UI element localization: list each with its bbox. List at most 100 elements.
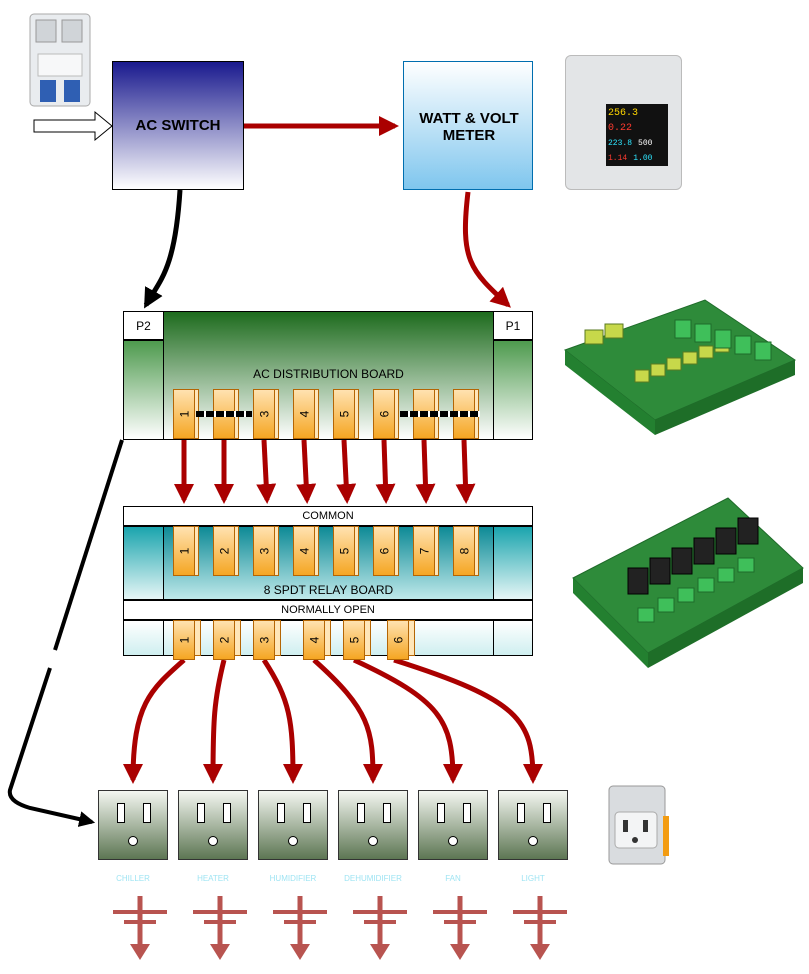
distribution-title: AC DISTRIBUTION BOARD: [253, 367, 404, 381]
ground-symbols: [113, 896, 567, 960]
relay-output-terminal: 1: [173, 620, 195, 660]
distribution-terminal: 5: [333, 389, 355, 439]
distribution-terminal: 6: [373, 389, 395, 439]
pf-readout: 1.00: [633, 154, 653, 163]
kwh-readout: 1.14: [608, 154, 628, 163]
distribution-left-panel: [123, 340, 164, 440]
outlet-slot: [383, 803, 391, 823]
ground-symbol: [193, 896, 247, 960]
terminal-number: 6: [377, 547, 391, 555]
distribution-right-panel: [493, 340, 533, 440]
terminal-number: 4: [297, 547, 311, 555]
relay-output-terminal: 6: [387, 620, 409, 660]
meter-label: WATT & VOLT METER: [419, 109, 519, 144]
distribution-terminal: 1: [173, 389, 195, 439]
terminal-number: 5: [347, 636, 361, 644]
terminal-number: 3: [257, 410, 271, 418]
outlet-slot: [357, 803, 365, 823]
outlet-ground-hole: [448, 836, 458, 846]
relay-title: 8 SPDT RELAY BOARD: [263, 583, 394, 597]
outlet-label: CHILLER: [116, 874, 150, 883]
bus-link: [196, 411, 252, 417]
relay-terminal: 3: [253, 526, 275, 576]
relay-board-image: [572, 497, 804, 668]
terminal-number: 3: [257, 636, 271, 644]
relay-terminal: 6: [373, 526, 395, 576]
terminal-number: 5: [337, 410, 351, 418]
outlet: [338, 790, 408, 860]
outlet-device-image: [608, 785, 669, 865]
relay-terminal: 7: [413, 526, 435, 576]
outlet-slot: [543, 803, 551, 823]
p2-port: P2: [123, 311, 164, 340]
terminal-number: 6: [377, 410, 391, 418]
relay-terminal: 5: [333, 526, 355, 576]
ground-symbol: [433, 896, 487, 960]
outlet-label: HEATER: [197, 874, 229, 883]
distribution-terminal: 4: [293, 389, 315, 439]
terminal-number: 2: [217, 636, 231, 644]
input-arrow: [33, 110, 113, 142]
outlet-slot: [437, 803, 445, 823]
outlet: [258, 790, 328, 860]
outlet-slot: [223, 803, 231, 823]
terminal-number: 5: [337, 547, 351, 555]
outlet-ground-hole: [208, 836, 218, 846]
relay-terminal: 1: [173, 526, 195, 576]
relay-to-outlet-arrows: [123, 657, 543, 784]
terminal-number: 3: [257, 547, 271, 555]
watts-readout: 256.3: [608, 108, 639, 119]
meter-device-image: 256.3 0.22 223.8 500 1.14 1.00: [565, 55, 682, 190]
relay-terminal: 8: [453, 526, 475, 576]
distribution-board-image: [563, 299, 797, 435]
normally-open-label: NORMALLY OPEN: [123, 600, 533, 620]
bus-link: [400, 411, 480, 417]
outlet-ground-hole: [528, 836, 538, 846]
outlet-label: HUMIDIFIER: [269, 874, 317, 883]
outlet: [498, 790, 568, 860]
relay-output-terminal: 2: [213, 620, 235, 660]
relay-right-panel: [493, 526, 533, 600]
ground-symbol: [113, 896, 167, 960]
outlet-label: DEHUMIDIFIER: [344, 874, 402, 883]
ac-switch-label: AC SWITCH: [135, 117, 221, 134]
terminal-number: 1: [177, 547, 191, 555]
terminal-number: 1: [177, 410, 191, 418]
outlet-slot: [197, 803, 205, 823]
terminal-number: 2: [217, 547, 231, 555]
meter-screen: 256.3 0.22 223.8 500 1.14 1.00: [606, 104, 668, 166]
outlet: [178, 790, 248, 860]
relay-output-terminal: 5: [343, 620, 365, 660]
ground-symbol: [353, 896, 407, 960]
terminal-number: 8: [457, 547, 471, 555]
meter-box: WATT & VOLT METER: [403, 61, 533, 190]
relay-output-left: [123, 620, 164, 656]
relay-left-panel: [123, 526, 164, 600]
relay-terminal: 4: [293, 526, 315, 576]
p2-to-outlet-wire: [53, 439, 124, 651]
meter-to-p1-arrow: [463, 191, 511, 308]
relay-output-right: [493, 620, 533, 656]
dist-to-relay-arrows: [174, 439, 476, 504]
outlet-slot: [117, 803, 125, 823]
p2-to-outlet-wire-lower: [7, 667, 96, 827]
outlet: [418, 790, 488, 860]
outlet-label: FAN: [445, 874, 461, 883]
ground-symbol: [273, 896, 327, 960]
ac-switch-box: AC SWITCH: [112, 61, 244, 190]
common-label: COMMON: [123, 506, 533, 526]
distribution-terminal: 3: [253, 389, 275, 439]
switch-to-p2-arrow: [143, 189, 183, 309]
va-readout: 500: [638, 139, 653, 148]
volts-readout: 223.8: [608, 139, 633, 148]
outlet-ground-hole: [368, 836, 378, 846]
relay-terminal: 2: [213, 526, 235, 576]
terminal-number: 4: [307, 636, 321, 644]
outlet-label: LIGHT: [521, 874, 545, 883]
amps-readout: 0.22: [608, 123, 633, 134]
outlet-ground-hole: [128, 836, 138, 846]
outlet-slot: [277, 803, 285, 823]
outlet-ground-hole: [288, 836, 298, 846]
outlet-slot: [517, 803, 525, 823]
outlet-slot: [303, 803, 311, 823]
